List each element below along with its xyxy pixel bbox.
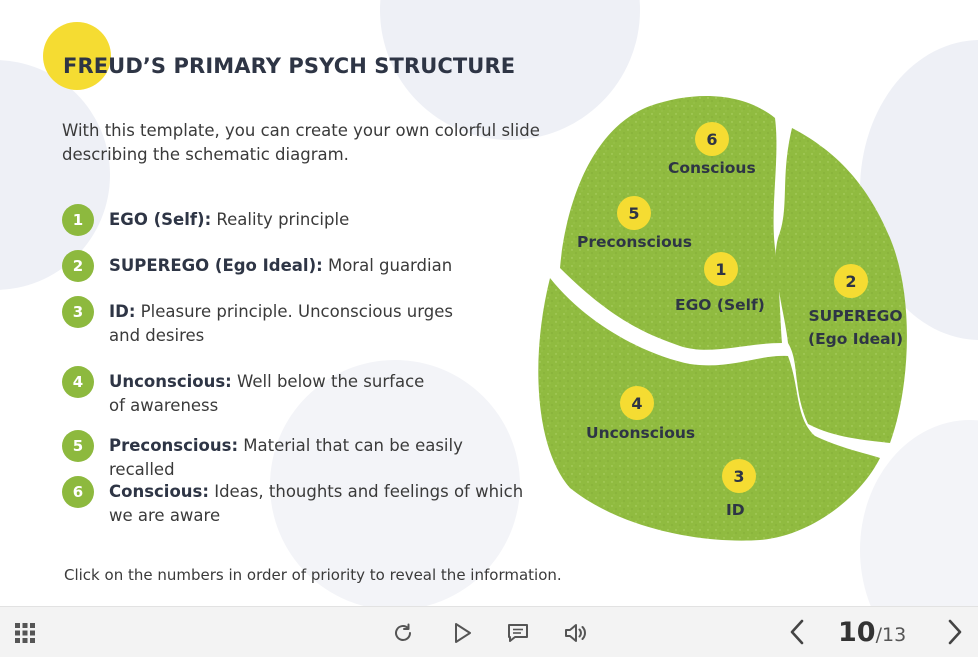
legend-text: ID: Pleasure principle. Unconscious urge… <box>109 300 479 348</box>
audio-button[interactable] <box>562 619 590 647</box>
legend-description: Reality principle <box>211 210 350 229</box>
green-head-shape <box>538 96 907 541</box>
replay-button[interactable] <box>389 619 417 647</box>
legend-text: Unconscious: Well below the surface of a… <box>109 370 439 418</box>
legend-term: ID: <box>109 302 136 321</box>
legend-number-badge: 2 <box>62 250 94 282</box>
grid-icon <box>15 623 35 643</box>
legend-text: EGO (Self): Reality principle <box>109 208 529 232</box>
legend-item-ego: 1 EGO (Self): Reality principle <box>62 204 529 236</box>
page-indicator: 10 /13 <box>838 617 907 648</box>
previous-slide-button[interactable] <box>784 617 810 647</box>
chevron-left-icon <box>790 619 804 645</box>
marker-number: 3 <box>722 459 756 493</box>
region-conscious <box>560 96 782 350</box>
marker-number: 5 <box>617 196 651 230</box>
notes-button[interactable] <box>504 619 532 647</box>
psych-structure-diagram: 6 Conscious 5 Preconscious 1 EGO (Self) … <box>530 88 910 548</box>
legend-number-badge: 3 <box>62 296 94 328</box>
marker-id[interactable]: 3 <box>722 459 756 493</box>
marker-ego[interactable]: 1 <box>704 252 738 286</box>
replay-icon <box>395 623 411 641</box>
marker-conscious[interactable]: 6 <box>695 122 729 156</box>
region-label-conscious: Conscious <box>668 159 756 177</box>
total-page-count: /13 <box>875 624 907 646</box>
legend-text: SUPEREGO (Ego Ideal): Moral guardian <box>109 254 529 278</box>
instruction-text: Click on the numbers in order of priorit… <box>64 566 562 584</box>
next-slide-button[interactable] <box>942 617 968 647</box>
legend-description: Moral guardian <box>322 256 453 275</box>
background-circle <box>270 360 520 606</box>
intro-text: With this template, you can create your … <box>62 121 540 164</box>
marker-number: 6 <box>695 122 729 156</box>
legend-number-badge: 1 <box>62 204 94 236</box>
speaker-icon <box>565 624 586 642</box>
title-accent-dot <box>43 22 111 90</box>
legend-number-badge: 6 <box>62 476 94 508</box>
legend-number-badge: 5 <box>62 430 94 462</box>
legend-item-superego: 2 SUPEREGO (Ego Ideal): Moral guardian <box>62 250 529 282</box>
legend-term: Conscious: <box>109 482 209 501</box>
legend-item-unconscious: 4 Unconscious: Well below the surface of… <box>62 366 439 418</box>
marker-preconscious[interactable]: 5 <box>617 196 651 230</box>
slide-menu-button[interactable] <box>12 620 38 646</box>
legend-term: SUPEREGO (Ego Ideal): <box>109 256 323 275</box>
legend-term: EGO (Self): <box>109 210 212 229</box>
legend-description: Pleasure principle. Unconscious urges an… <box>109 302 453 345</box>
marker-superego[interactable]: 2 <box>834 264 868 298</box>
play-icon <box>455 623 471 643</box>
slide-canvas: FREUD’S PRIMARY PSYCH STRUCTURE With thi… <box>0 0 978 606</box>
legend-item-conscious: 6 Conscious: Ideas, thoughts and feeling… <box>62 476 529 528</box>
legend-description: Ideas, thoughts and feelings of which we… <box>109 482 524 525</box>
region-label-ego: EGO (Self) <box>675 296 765 314</box>
marker-unconscious[interactable]: 4 <box>620 386 654 420</box>
legend-item-id: 3 ID: Pleasure principle. Unconscious ur… <box>62 296 479 348</box>
legend-number-badge: 4 <box>62 366 94 398</box>
region-label-superego: SUPEREGO (Ego Ideal) <box>808 307 904 348</box>
region-label-id: ID <box>726 501 745 519</box>
marker-number: 4 <box>620 386 654 420</box>
notes-icon <box>508 624 528 642</box>
region-label-preconscious: Preconscious <box>577 233 693 251</box>
legend-term: Preconscious: <box>109 436 239 455</box>
marker-number: 1 <box>704 252 738 286</box>
slide-title: FREUD’S PRIMARY PSYCH STRUCTURE <box>63 54 516 78</box>
player-toolbar: 10 /13 <box>0 606 978 657</box>
current-page-number: 10 <box>838 617 876 648</box>
region-label-unconscious: Unconscious <box>586 424 696 442</box>
play-button[interactable] <box>448 619 476 647</box>
legend-description: Material that can be easily recalled <box>109 436 463 479</box>
legend-item-preconscious: 5 Preconscious: Material that can be eas… <box>62 430 529 482</box>
legend-text: Conscious: Ideas, thoughts and feelings … <box>109 480 529 528</box>
region-unconscious <box>538 278 880 541</box>
marker-number: 2 <box>834 264 868 298</box>
legend-description: Well below the surface of awareness <box>109 372 425 415</box>
chevron-right-icon <box>948 619 962 645</box>
legend-text: Preconscious: Material that can be easil… <box>109 434 529 482</box>
legend-term: Unconscious: <box>109 372 232 391</box>
